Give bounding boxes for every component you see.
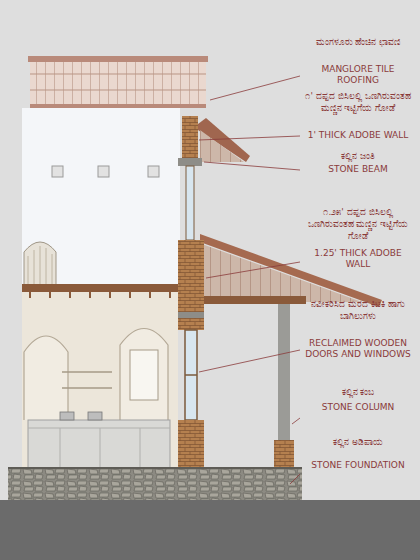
label-english: MANGLORE TILE ROOFING	[302, 64, 414, 87]
label-english: 1.25' THICK ADOBE WALL	[302, 248, 414, 271]
label-kannada: ೧' ದಪ್ಪದ ಬಿಸಿಲಲ್ಲಿ ಒಣಗಿರುವಂತಹ ಮಣ್ಣಿನ ಇಟ್…	[302, 90, 414, 114]
label-english: RECLAIMED WOODEN DOORS AND WINDOWS	[302, 338, 414, 361]
label-english: STONE BEAM	[302, 164, 414, 175]
label-kannada: ಮಂಗಳೂರು ಹೆಂಚಿನ ಛಾವಣಿ	[302, 36, 414, 48]
label-kannada: ಕಲ್ಲಿನ ಜಂತಿ	[302, 150, 414, 162]
label-kannada: ಕಲ್ಲಿನ ಕಂಬ	[302, 386, 414, 398]
label-english: STONE COLUMN	[302, 402, 414, 413]
label-kannada: ಕಲ್ಲಿನ ಅಡಿಪಾಯ	[302, 436, 414, 448]
label-kannada: ೧.೨೫' ದಪ್ಪದ ಬಿಸಿಲಲ್ಲಿ ಒಣಗಿರುವಂತಹ ಮಣ್ಣಿನ …	[302, 206, 414, 242]
label-english: 1' THICK ADOBE WALL	[302, 130, 414, 141]
label-kannada: ನವೀಕರಿಸಿದ ಮರದ ಕಿಟಕಿ ಹಾಗು ಬಾಗಿಲುಗಳು	[302, 298, 414, 322]
label-english: STONE FOUNDATION	[302, 460, 414, 471]
